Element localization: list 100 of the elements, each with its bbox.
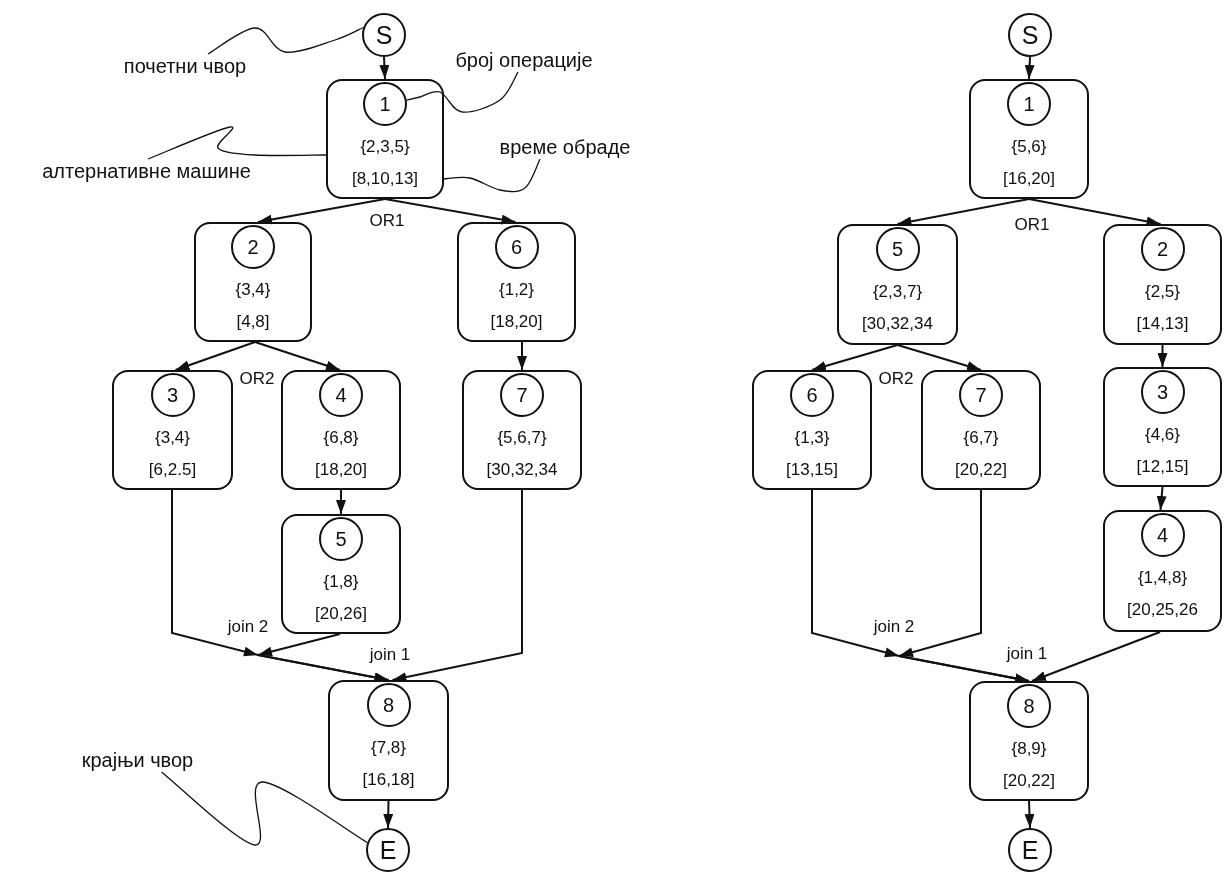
node-letter: E [1021, 839, 1039, 861]
operation-number-circle [1140, 513, 1185, 557]
operation-box [921, 370, 1041, 490]
processing-time: [20,22] [1002, 771, 1056, 791]
operation-box [1103, 224, 1222, 345]
leader-line [406, 71, 519, 113]
node-letter: S [375, 24, 393, 46]
callout-text: број операције [448, 48, 600, 72]
branch-label: OR1 [1014, 215, 1050, 235]
arrow [379, 56, 390, 80]
arrow [1028, 198, 1162, 227]
end-node-circle [366, 828, 410, 872]
machine-set: {2,5} [1144, 282, 1181, 302]
node-letter: S [1021, 24, 1039, 46]
operation-number-circle [319, 517, 363, 561]
processing-time: [30,32,34 [861, 314, 934, 334]
machine-set: {5,6,7} [496, 428, 548, 448]
operation-box [281, 514, 401, 634]
operation-box [281, 370, 401, 490]
operation-box [112, 370, 233, 490]
operation-number: 1 [379, 93, 391, 115]
operation-box [837, 224, 958, 345]
processing-time: [16,20] [1002, 169, 1056, 189]
arrow [896, 198, 1030, 227]
operation-number: 4 [1156, 524, 1169, 546]
operation-number-circle [875, 227, 920, 271]
operation-number: 7 [516, 384, 528, 406]
operation-number-circle [231, 225, 275, 269]
operation-number-circle [363, 82, 407, 126]
operation-number: 5 [335, 528, 347, 550]
arrow [257, 633, 390, 683]
processing-time: [13,15] [785, 460, 839, 480]
leader-line [443, 158, 541, 193]
machine-set: {1,8} [322, 572, 360, 592]
processing-time: [20,22] [954, 460, 1008, 480]
operation-number: 2 [247, 236, 259, 258]
operation-box [328, 680, 449, 801]
machine-set: {4,6} [1144, 425, 1181, 445]
operation-number-circle [1140, 227, 1185, 271]
arrow [1024, 56, 1035, 80]
operation-box [457, 222, 576, 342]
arrow [811, 344, 899, 371]
node-letter: E [379, 839, 397, 861]
operation-box [1103, 367, 1222, 487]
operation-number-circle [1140, 370, 1185, 414]
processing-time: [20,25,26 [1126, 600, 1199, 620]
arrow [257, 198, 386, 225]
start-node-circle [1008, 13, 1052, 57]
operation-number: 2 [1156, 238, 1169, 260]
processing-time: [4,8] [235, 312, 271, 332]
operation-number: 7 [975, 384, 987, 406]
machine-set: {6,8} [322, 428, 360, 448]
processing-time: [18,20] [489, 312, 544, 332]
operation-number-circle [500, 373, 544, 417]
arrow [391, 489, 523, 683]
operation-number: 4 [335, 384, 347, 406]
operation-box [194, 222, 312, 342]
machine-set: {8,9} [1010, 739, 1048, 759]
machine-set: {5,6} [1010, 137, 1048, 157]
arrow [254, 341, 341, 371]
join-label: join 1 [1006, 644, 1048, 664]
machine-set: {2,3,5} [359, 137, 411, 157]
processing-time: [30,32,34 [485, 460, 559, 480]
arrow [896, 344, 982, 371]
arrow [517, 341, 527, 371]
operation-box [326, 79, 444, 199]
leader-line [207, 26, 364, 55]
processing-time: [8,10,13] [350, 169, 420, 189]
machine-set: {1,2} [498, 280, 535, 300]
operation-box [462, 370, 582, 490]
join-label: join 2 [873, 617, 915, 637]
operation-number-circle [366, 683, 411, 727]
machine-set: {1,3} [793, 428, 831, 448]
operation-number-circle [1007, 82, 1051, 126]
operation-number: 1 [1023, 93, 1035, 115]
operation-number-circle [959, 373, 1003, 417]
arrow [1031, 631, 1161, 682]
join-label: join 2 [227, 617, 269, 637]
machine-set: {2,3,7} [871, 282, 924, 302]
operation-number: 8 [382, 694, 395, 716]
arrow [1157, 344, 1168, 368]
processing-time: [6,2.5] [147, 460, 198, 480]
operation-number-circle [150, 373, 195, 417]
arrow [336, 489, 346, 515]
operation-number-circle [790, 373, 834, 417]
processing-time: [12,15] [1135, 457, 1190, 477]
machine-set: {3,4} [154, 428, 191, 448]
processing-time: [16,18] [361, 770, 416, 790]
operation-number: 3 [166, 384, 179, 406]
join-label: join 1 [369, 645, 411, 665]
operation-number: 6 [510, 236, 523, 258]
arrow [898, 489, 1030, 684]
machine-set: {3,4} [234, 280, 272, 300]
arrow [383, 800, 394, 829]
callout-text: време обраде [490, 135, 640, 159]
start-node-circle [362, 13, 406, 57]
operation-number: 6 [806, 384, 818, 406]
leader-line [147, 126, 327, 160]
branch-label: OR2 [239, 369, 275, 389]
branch-label: OR1 [369, 211, 405, 231]
